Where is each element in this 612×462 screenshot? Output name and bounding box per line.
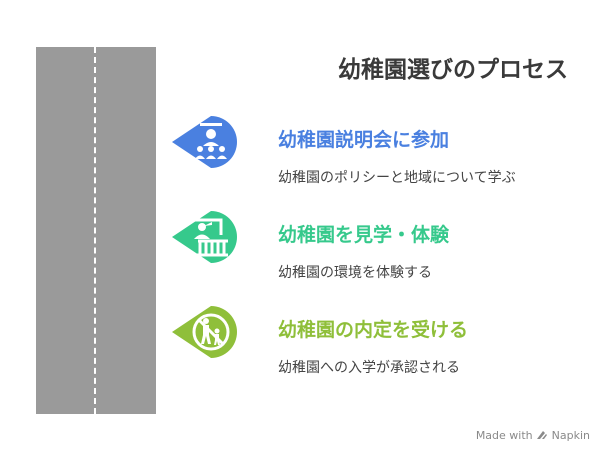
step-receive-acceptance: 幼稚園の内定を受ける 幼稚園への入学が承認される — [172, 305, 582, 385]
step-visit-experience: 幼稚園を見学・体験 幼稚園の環境を体験する — [172, 210, 582, 290]
made-with-napkin: Made with Napkin — [476, 429, 590, 442]
teacher-at-desk-icon — [172, 211, 237, 263]
parent-child-icon — [172, 306, 237, 358]
step-description: 幼稚園への入学が承認される — [278, 360, 460, 376]
napkin-logo-icon — [537, 431, 548, 439]
napkin-brand: Napkin — [551, 429, 590, 442]
step-explanation-meeting: 幼稚園説明会に参加 幼稚園のポリシーと地域について学ぶ — [172, 115, 582, 195]
road-center-line — [94, 47, 96, 414]
step-description: 幼稚園のポリシーと地域について学ぶ — [278, 170, 516, 186]
made-with-label: Made with — [475, 429, 533, 442]
step-description: 幼稚園の環境を体験する — [278, 265, 432, 281]
step-title: 幼稚園の内定を受ける — [278, 319, 469, 341]
step-title: 幼稚園を見学・体験 — [278, 224, 450, 246]
step-title: 幼稚園説明会に参加 — [278, 129, 450, 151]
page-title: 幼稚園選びのプロセス — [338, 57, 568, 83]
road — [36, 47, 156, 414]
presentation-audience-icon — [172, 116, 237, 168]
